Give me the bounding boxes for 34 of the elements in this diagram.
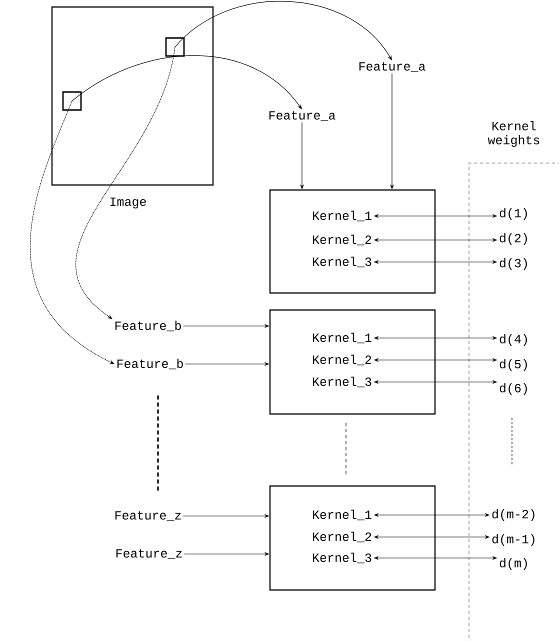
feature-label: Feature_z — [116, 549, 182, 559]
patch-square — [165, 37, 185, 57]
feature-label: Feature_z — [115, 511, 181, 521]
weight-label: d(m-2) — [492, 509, 534, 521]
kernel-box — [269, 309, 436, 415]
weight-label: d(5) — [500, 359, 527, 371]
kernel-label: Kernel_3 — [312, 552, 372, 564]
weight-label: d(m) — [500, 558, 527, 570]
image-frame: Image — [51, 6, 214, 208]
feature-label: Feature_b — [115, 320, 181, 332]
kernel-label: Kernel_2 — [312, 354, 372, 366]
kernel-label: Kernel_3 — [312, 376, 372, 388]
kernel-label: Kernel_3 — [312, 256, 372, 268]
kernel-label: Kernel_1 — [312, 510, 372, 520]
kernel-box — [269, 485, 436, 591]
feature-label: Feature_a — [359, 62, 426, 72]
arrow — [72, 55, 302, 110]
node-label: Image — [110, 198, 146, 208]
weight-label: d(3) — [500, 258, 527, 270]
kernel-label: Kernel_2 — [312, 234, 372, 246]
weight-label: d(2) — [500, 233, 527, 245]
weight-label: d(6) — [500, 383, 527, 395]
kernel-label: Kernel_1 — [312, 210, 372, 222]
arrow — [174, 1, 392, 60]
weight-label: d(m-1) — [492, 534, 534, 546]
patch-square — [62, 91, 82, 111]
feature-label: Feature_a — [269, 111, 336, 121]
weight-label: d(1) — [500, 208, 527, 220]
kernel-box — [269, 189, 436, 294]
weight-label: d(4) — [500, 334, 527, 346]
node-label: Kernel weights — [488, 121, 540, 147]
kernel-label: Kernel_2 — [312, 532, 372, 542]
feature-label: Feature_b — [117, 358, 183, 370]
kernel-label: Kernel_1 — [312, 332, 372, 344]
